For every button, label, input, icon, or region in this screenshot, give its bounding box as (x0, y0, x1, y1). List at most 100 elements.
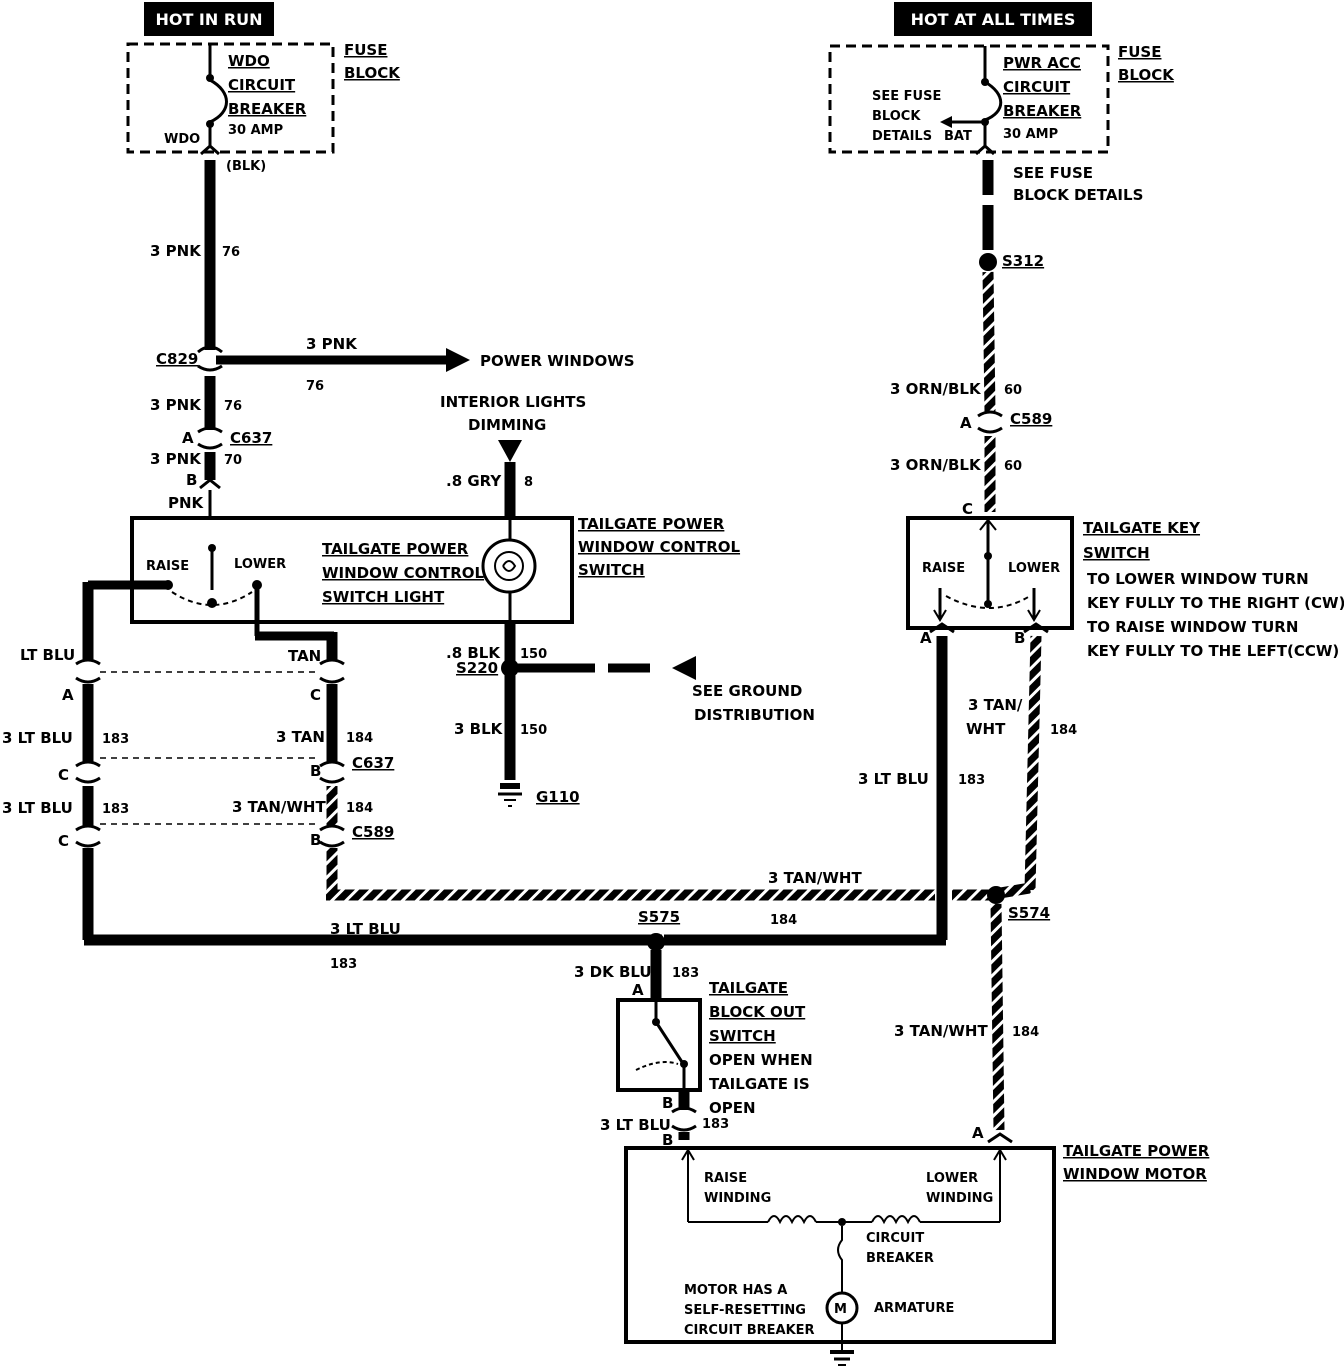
blockout-b-code: 183 (702, 1117, 729, 1132)
tan-b-label-1: B (310, 762, 321, 780)
s220-label: S220 (456, 659, 498, 677)
motor-a-label: A (972, 1124, 984, 1142)
right-fuse-label-1: FUSE (1118, 43, 1161, 61)
block-out-label-2: BLOCK OUT (709, 1003, 806, 1021)
key-switch-label-1: TAILGATE KEY (1083, 519, 1201, 537)
ltblu3-label-2: 3 LT BLU (2, 799, 73, 817)
right-see-below-2: BLOCK DETAILS (1013, 186, 1143, 204)
orn-code-1: 60 (1004, 383, 1022, 398)
motor-label-1: TAILGATE POWER (1063, 1142, 1210, 1160)
key-switch-outputs: A B 3 TAN/ WHT 184 3 LT BLU 183 (664, 622, 1077, 946)
blk3-code: 150 (520, 723, 547, 738)
blockout-a-label: A (632, 981, 644, 999)
left-fuse-label-2: BLOCK (344, 64, 401, 82)
blk08-code: 150 (520, 647, 547, 662)
right-fuse-block: PWR ACC CIRCUIT BREAKER 30 AMP SEE FUSE … (828, 43, 1175, 204)
key-note-4: KEY FULLY TO THE LEFT(CCW) (1087, 642, 1339, 660)
left-breaker-label-3: BREAKER (228, 100, 307, 118)
hot-at-all-times-title: HOT AT ALL TIMES (894, 2, 1092, 36)
key-note-1: TO LOWER WINDOW TURN (1087, 570, 1309, 588)
dimming-and-ground: INTERIOR LIGHTS DIMMING .8 GRY 8 .8 BLK … (440, 393, 815, 807)
right-see-1: SEE FUSE (872, 89, 941, 104)
raise-label-ctrl: RAISE (146, 559, 189, 574)
block-out-label-1: TAILGATE (709, 979, 788, 997)
pnk-code-3: 70 (224, 453, 242, 468)
orn-label-2: 3 ORN/BLK (890, 456, 982, 474)
tan-code-1: 184 (346, 731, 373, 746)
c589-label-right: C589 (1010, 410, 1052, 428)
block-out-label-3: SWITCH (709, 1027, 776, 1045)
left-fuse-label-1: FUSE (344, 41, 387, 59)
s574-code: 184 (1012, 1025, 1039, 1040)
svg-text:HOT IN RUN: HOT IN RUN (155, 10, 262, 29)
lower-label-key: LOWER (1008, 561, 1060, 576)
c637-a-label: A (182, 429, 194, 447)
tan-code-3: 184 (770, 913, 797, 928)
gry-label: .8 GRY (446, 472, 502, 490)
key-note-2: KEY FULLY TO THE RIGHT (CW) (1087, 594, 1344, 612)
orn-wire: S312 3 ORN/BLK 60 A C589 3 ORN/BLK 60 C (890, 143, 1052, 518)
pnk-label-2: 3 PNK (150, 396, 202, 414)
motor-b-label: B (662, 1131, 673, 1149)
ltblu3-label-1: 3 LT BLU (2, 729, 73, 747)
raise-winding-1: RAISE (704, 1171, 747, 1186)
block-note-2: TAILGATE IS (709, 1075, 810, 1093)
s575-label: S575 (638, 908, 680, 926)
motor-cb-2: BREAKER (866, 1251, 934, 1266)
s574-label: S574 (1008, 904, 1050, 922)
key-a-label: A (920, 629, 932, 647)
ground-label-2: DISTRIBUTION (694, 706, 815, 724)
control-switch-label-1: TAILGATE POWER (578, 515, 725, 533)
right-breaker-label-1: PWR ACC (1003, 54, 1081, 72)
right-fuse-label-2: BLOCK (1118, 66, 1175, 84)
tanwht3-label-1: 3 TAN/WHT (232, 798, 326, 816)
right-bat: BAT (944, 129, 972, 144)
key-switch-label-2: SWITCH (1083, 544, 1150, 562)
right-see-below-1: SEE FUSE (1013, 164, 1093, 182)
pnk-label-4: PNK (168, 494, 205, 512)
hot-in-run-title: HOT IN RUN (144, 2, 274, 36)
tailgate-control-switch: RAISE LOWER TAILGATE POWER WINDOW CONTRO… (130, 515, 740, 624)
splices: S574 S575 3 TAN/WHT 184 A (638, 886, 1050, 1144)
ltblu-c-label-1: C (58, 766, 69, 784)
lower-label-ctrl: LOWER (234, 557, 286, 572)
raise-label-key: RAISE (922, 561, 965, 576)
svg-text:HOT AT ALL TIMES: HOT AT ALL TIMES (911, 10, 1076, 29)
power-windows-label: POWER WINDOWS (480, 352, 635, 370)
tan-c-label: C (310, 686, 321, 704)
c637-b-label-top: B (186, 471, 197, 489)
ltblu-a-label: A (62, 686, 74, 704)
ltblu3-label-3: 3 LT BLU (330, 920, 401, 938)
interior-label-1: INTERIOR LIGHTS (440, 393, 586, 411)
raise-winding-2: WINDING (704, 1191, 771, 1206)
switch-light-label-3: SWITCH LIGHT (322, 588, 445, 606)
c589-label-left: C589 (352, 823, 394, 841)
motor-note-2: SELF-RESETTING (684, 1303, 806, 1318)
left-breaker-label-2: CIRCUIT (228, 76, 296, 94)
lower-winding-1: LOWER (926, 1171, 978, 1186)
g110-label: G110 (536, 788, 580, 806)
tailgate-key-switch: RAISE LOWER TAILGATE KEY SWITCH TO LOWER… (906, 516, 1344, 660)
orn-label-1: 3 ORN/BLK (890, 380, 982, 398)
left-breaker-label-1: WDO (228, 52, 270, 70)
blockout-b-label: B (662, 1094, 673, 1112)
tanwht3-label-2: 3 TAN/WHT (768, 869, 862, 887)
ltblu-tan-wires: LT BLU A 3 LT BLU 183 C 3 LT BLU 183 C T… (2, 580, 990, 972)
c829-label: C829 (156, 350, 198, 368)
ltblu3-label-4: 3 LT BLU (600, 1116, 671, 1134)
right-breaker-label-2: CIRCUIT (1003, 78, 1071, 96)
dkblu-code: 183 (672, 966, 699, 981)
pnk-label-3: 3 PNK (150, 450, 202, 468)
key-b-code: 184 (1050, 723, 1077, 738)
armature-label: ARMATURE (874, 1301, 954, 1316)
motor-cb-1: CIRCUIT (866, 1231, 924, 1246)
ltblu-code-2: 183 (102, 802, 129, 817)
c637-label-top: C637 (230, 429, 272, 447)
ground-label-1: SEE GROUND (692, 682, 802, 700)
c589-a-label: A (960, 414, 972, 432)
switch-light-label-1: TAILGATE POWER (322, 540, 469, 558)
key-b-label: B (1014, 629, 1025, 647)
block-out-switch: 3 DK BLU 183 A TAILGATE BLOCK OUT SWITCH… (574, 950, 813, 1149)
left-term-label: WDO (164, 132, 200, 147)
